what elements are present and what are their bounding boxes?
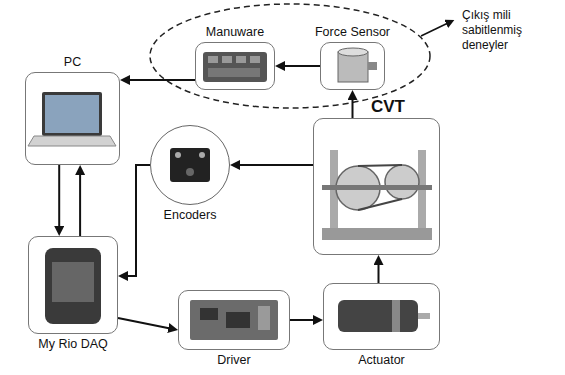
component-label: PC xyxy=(64,55,81,70)
laptop-display xyxy=(45,95,99,133)
component-box: Driver xyxy=(178,290,290,350)
component-box: PC xyxy=(25,72,120,165)
callout-leader xyxy=(421,23,448,36)
manuware-panel xyxy=(208,68,260,77)
callout-note: Çıkış mili sabitlenmiş deneyler xyxy=(462,8,548,53)
flow-arrow xyxy=(290,319,315,321)
driver-chip xyxy=(226,312,250,328)
sensor-top xyxy=(338,48,368,56)
flow-arrow xyxy=(378,263,380,283)
flow-arrow xyxy=(58,165,60,228)
component-box: Force Sensor xyxy=(320,42,385,90)
cvt-shaft xyxy=(322,185,432,190)
encoder-chip xyxy=(170,148,210,182)
flow-arrow xyxy=(352,98,354,118)
manuware-port xyxy=(208,56,218,63)
component-label: Driver xyxy=(217,353,250,368)
component-label: Force Sensor xyxy=(315,25,390,40)
encoder-pin xyxy=(175,152,181,158)
manuware-port xyxy=(236,56,246,63)
actuator-picture xyxy=(338,300,430,332)
driver-chip xyxy=(200,308,218,320)
flow-arrow xyxy=(79,173,81,236)
flow-arrow xyxy=(283,65,320,67)
cvt-base xyxy=(322,228,432,240)
manuware-port xyxy=(250,56,260,63)
laptop-picture xyxy=(28,92,116,146)
component-box: CVT xyxy=(313,118,440,255)
flow-arrow xyxy=(128,79,195,81)
laptop-screen xyxy=(42,92,102,136)
driver-board xyxy=(190,300,278,340)
encoder-pin xyxy=(199,152,205,158)
flow-arrow xyxy=(126,165,150,276)
motor-shaft xyxy=(418,313,430,319)
cvt-belt xyxy=(358,165,402,166)
force-sensor-picture xyxy=(338,48,377,82)
component-label: Encoders xyxy=(164,208,217,223)
cvt-picture xyxy=(322,150,432,240)
sensor-connector xyxy=(368,62,377,70)
daq-panel xyxy=(52,262,94,302)
manuware-body xyxy=(203,52,267,82)
component-label: Manuware xyxy=(206,25,264,40)
manuware-picture xyxy=(203,52,267,82)
manuware-port xyxy=(222,56,232,63)
component-label: My Rio DAQ xyxy=(38,337,107,352)
component-box: Manuware xyxy=(195,42,275,90)
encoder-picture xyxy=(170,148,210,182)
component-label: Actuator xyxy=(358,353,405,368)
component-label: CVT xyxy=(371,97,405,116)
component-box: Actuator xyxy=(323,283,440,350)
daq-picture xyxy=(45,248,101,324)
component-box: My Rio DAQ xyxy=(28,236,118,334)
dashed-group-ellipse xyxy=(150,4,430,108)
cvt-belt xyxy=(358,199,402,210)
encoder-dot xyxy=(186,168,194,176)
flow-arrow xyxy=(238,164,313,166)
daq-body xyxy=(45,248,101,324)
cvt-pulley xyxy=(385,165,419,199)
driver-picture xyxy=(190,300,278,340)
motor-band xyxy=(392,300,400,332)
flow-arrow xyxy=(118,318,170,328)
driver-chip xyxy=(258,306,270,330)
laptop-base xyxy=(28,136,116,146)
component-circle: Encoders xyxy=(150,125,230,205)
motor-body xyxy=(338,300,418,332)
